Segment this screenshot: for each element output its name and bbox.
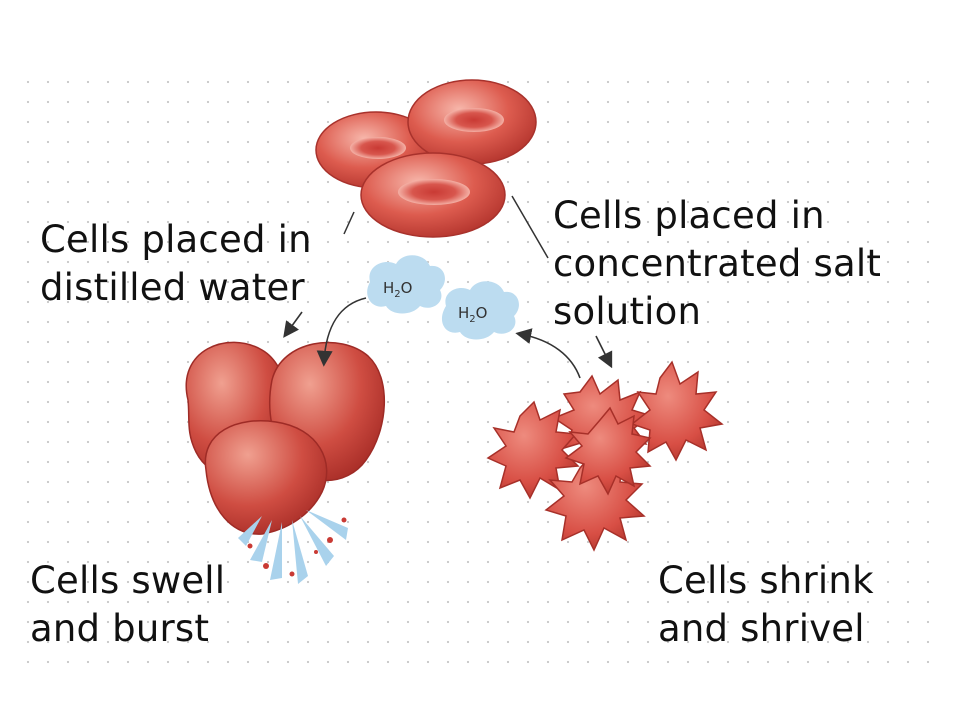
label-salt-solution: Cells placed in concentrated salt soluti… [553,192,881,336]
label-line: distilled water [40,266,305,309]
water-molecule-right: H2O [441,281,519,340]
normal-cell-front [360,152,506,238]
swollen-cell-front [204,420,328,535]
label-swell-burst: Cells swell and burst [30,557,225,653]
label-distilled-water: Cells placed in distilled water [40,216,312,312]
label-line: concentrated salt [553,242,882,285]
shriveled-cell-left [486,400,580,500]
normal-cell-back-right [407,79,537,165]
water-formula-right: H2O [458,304,487,325]
arrow-to-shriveled [595,335,613,369]
water-molecule-left: H2O [367,255,445,314]
label-line: and shrivel [658,607,865,650]
label-line: Cells placed in [553,194,825,237]
shriveled-cells [486,360,724,552]
swollen-cells [185,341,385,584]
label-line: solution [553,290,702,333]
burst-spray [238,510,348,584]
leader-line-salt [511,195,549,259]
label-line: Cells placed in [40,218,312,261]
label-line: Cells shrink [658,559,874,602]
arrow-water-out-of-cell [515,328,581,379]
label-shrink-shrivel: Cells shrink and shrivel [658,557,874,653]
label-line: Cells swell [30,559,226,602]
water-formula-left: H2O [383,279,412,300]
label-line: and burst [30,607,210,650]
arrow-to-swollen [283,311,303,338]
leader-line-water [343,211,355,235]
shriveled-cell-center [564,406,652,496]
normal-cells [315,79,537,238]
shriveled-cell-right [630,360,724,462]
arrow-water-into-cell [316,297,367,367]
